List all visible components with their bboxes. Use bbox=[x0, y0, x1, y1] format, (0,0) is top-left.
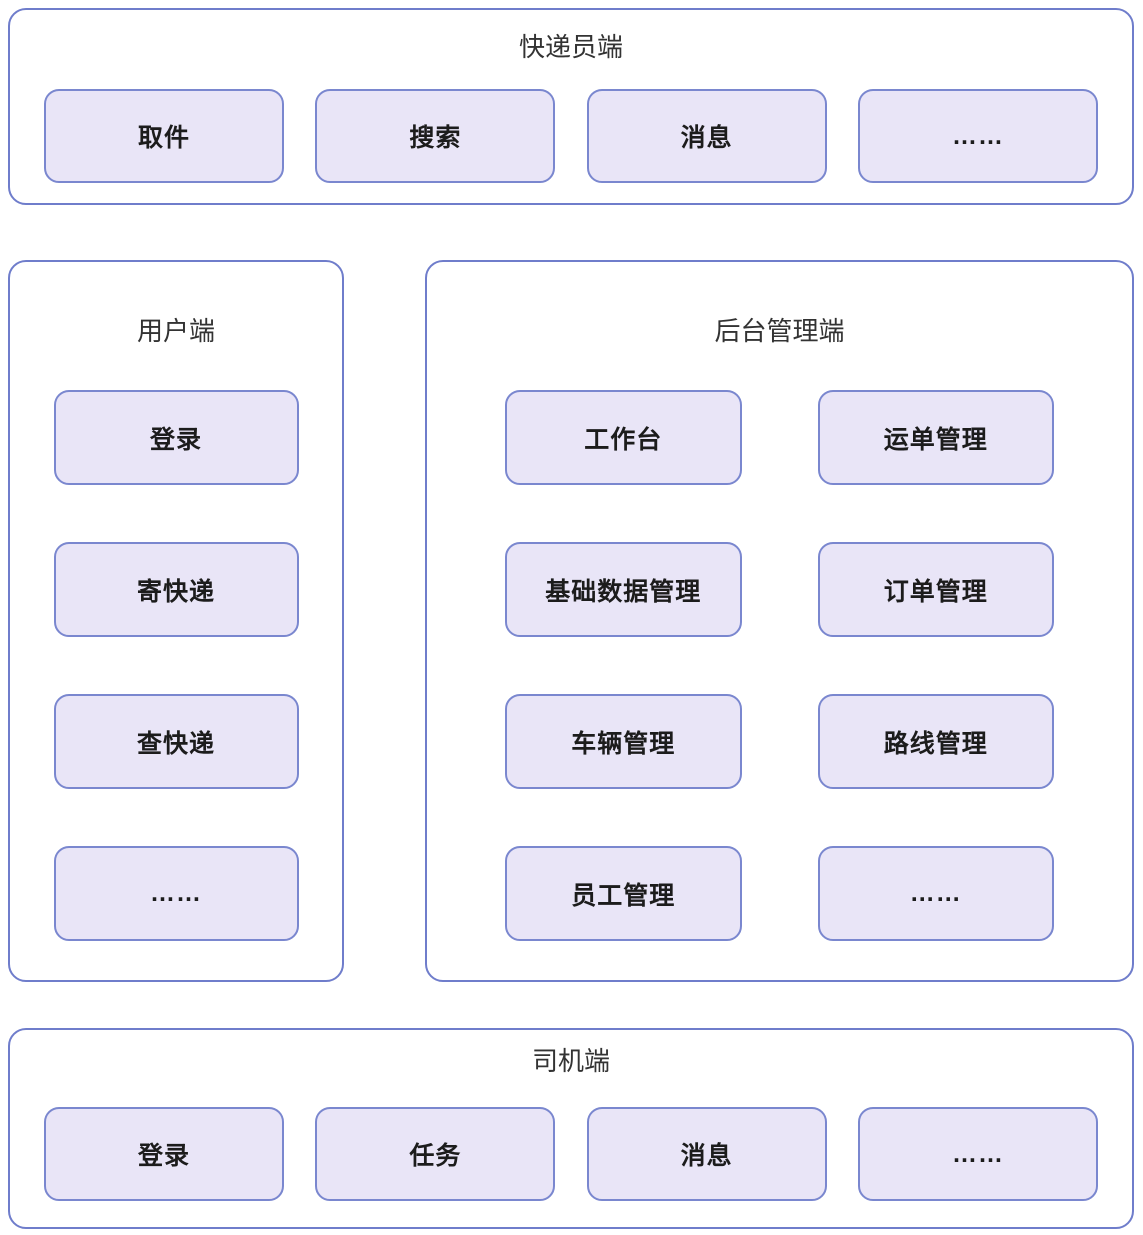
user-button-stack: 登录 寄快递 查快递 …… bbox=[10, 390, 342, 941]
node-driver-messages[interactable]: 消息 bbox=[586, 1107, 827, 1201]
node-user-more[interactable]: …… bbox=[53, 846, 299, 941]
node-courier-messages[interactable]: 消息 bbox=[586, 89, 827, 183]
panel-driver-title: 司机端 bbox=[531, 1046, 610, 1076]
driver-button-row: 登录 任务 消息 …… bbox=[10, 1107, 1132, 1201]
panel-user-title: 用户端 bbox=[136, 316, 215, 346]
node-admin-more[interactable]: …… bbox=[817, 846, 1054, 941]
node-driver-login[interactable]: 登录 bbox=[44, 1107, 284, 1201]
node-user-login[interactable]: 登录 bbox=[53, 390, 299, 485]
node-courier-search[interactable]: 搜索 bbox=[315, 89, 556, 183]
node-driver-tasks[interactable]: 任务 bbox=[315, 1107, 556, 1201]
node-admin-workbench[interactable]: 工作台 bbox=[505, 390, 742, 485]
panel-admin-backend: 后台管理端 工作台 运单管理 基础数据管理 订单管理 车辆管理 路线管理 员工管… bbox=[425, 260, 1134, 982]
panel-admin-title: 后台管理端 bbox=[714, 316, 845, 346]
node-admin-employee-mgmt[interactable]: 员工管理 bbox=[505, 846, 742, 941]
courier-button-row: 取件 搜索 消息 …… bbox=[10, 89, 1132, 183]
node-user-track-express[interactable]: 查快递 bbox=[53, 694, 299, 789]
panel-courier-title: 快递员端 bbox=[518, 32, 623, 62]
node-courier-pickup[interactable]: 取件 bbox=[44, 89, 284, 183]
node-driver-more[interactable]: …… bbox=[857, 1107, 1098, 1201]
node-admin-waybill-mgmt[interactable]: 运单管理 bbox=[817, 390, 1054, 485]
node-user-send-express[interactable]: 寄快递 bbox=[53, 542, 299, 637]
node-admin-route-mgmt[interactable]: 路线管理 bbox=[817, 694, 1054, 789]
node-admin-order-mgmt[interactable]: 订单管理 bbox=[817, 542, 1054, 637]
node-courier-more[interactable]: …… bbox=[857, 89, 1098, 183]
node-admin-vehicle-mgmt[interactable]: 车辆管理 bbox=[505, 694, 742, 789]
node-admin-base-data-mgmt[interactable]: 基础数据管理 bbox=[505, 542, 742, 637]
admin-button-grid: 工作台 运单管理 基础数据管理 订单管理 车辆管理 路线管理 员工管理 …… bbox=[427, 390, 1132, 941]
panel-driver-client: 司机端 登录 任务 消息 …… bbox=[8, 1028, 1134, 1229]
panel-courier-client: 快递员端 取件 搜索 消息 …… bbox=[8, 8, 1134, 205]
panel-user-client: 用户端 登录 寄快递 查快递 …… bbox=[8, 260, 344, 982]
